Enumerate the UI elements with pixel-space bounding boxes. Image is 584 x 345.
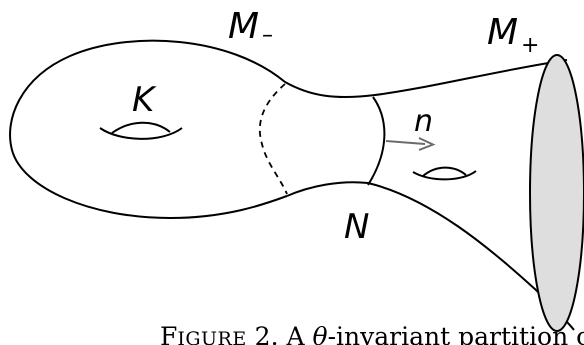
neck-upper-curve: [284, 59, 568, 99]
label-m-plus-sub: +: [521, 33, 539, 58]
label-n-upper: N: [344, 207, 369, 247]
normal-arrow-head: [418, 137, 436, 151]
genus-hole-left-upper: [111, 121, 171, 134]
funnel-end-cap: [529, 54, 584, 332]
normal-arrow-shaft: [385, 140, 426, 145]
dashed-cut-curve: [258, 83, 288, 195]
manifold-outline-upper: [9, 39, 288, 220]
caption-number: 2.: [247, 322, 279, 345]
label-m-minus-sub: –: [262, 23, 273, 48]
caption-rest: -invariant partition of: [328, 322, 584, 345]
separating-curve-n: [367, 96, 386, 186]
caption-text: A: [279, 322, 313, 345]
genus-hole-right-upper: [422, 166, 467, 177]
caption-theta: θ: [313, 322, 328, 345]
figure-caption: FIGURE 2. A θ-invariant partition of M: [160, 322, 584, 345]
label-k: K: [132, 80, 157, 120]
caption-lead-big: F: [160, 322, 177, 345]
label-m-plus: M: [487, 12, 518, 53]
label-n-lower: n: [414, 104, 433, 139]
caption-lead-rest: IGURE: [177, 328, 246, 345]
label-m-minus: M: [228, 6, 259, 47]
genus-hole-left-lower: [99, 127, 183, 140]
genus-hole-right-lower: [412, 170, 477, 181]
